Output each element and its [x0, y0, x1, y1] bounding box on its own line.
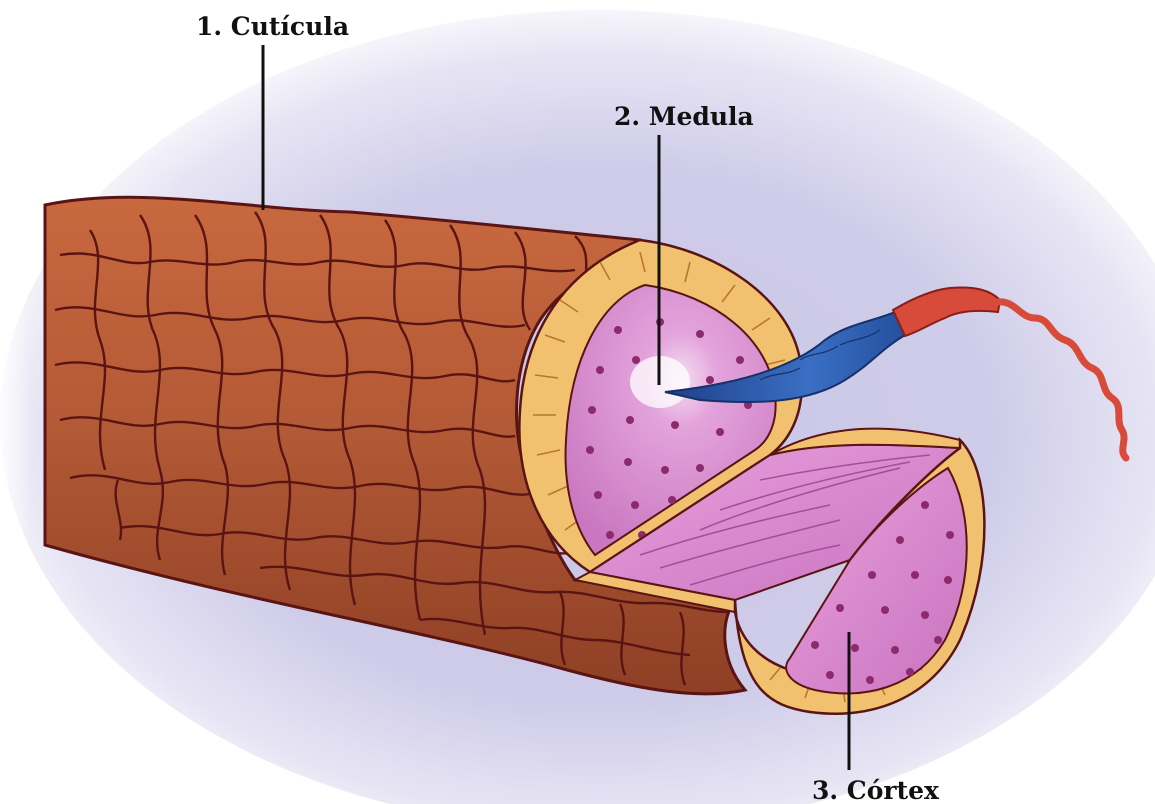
cortex-label: 3. Córtex	[812, 778, 939, 803]
cuticle-label: 1. Cutícula	[196, 14, 349, 39]
medulla-label: 2. Medula	[614, 104, 754, 129]
